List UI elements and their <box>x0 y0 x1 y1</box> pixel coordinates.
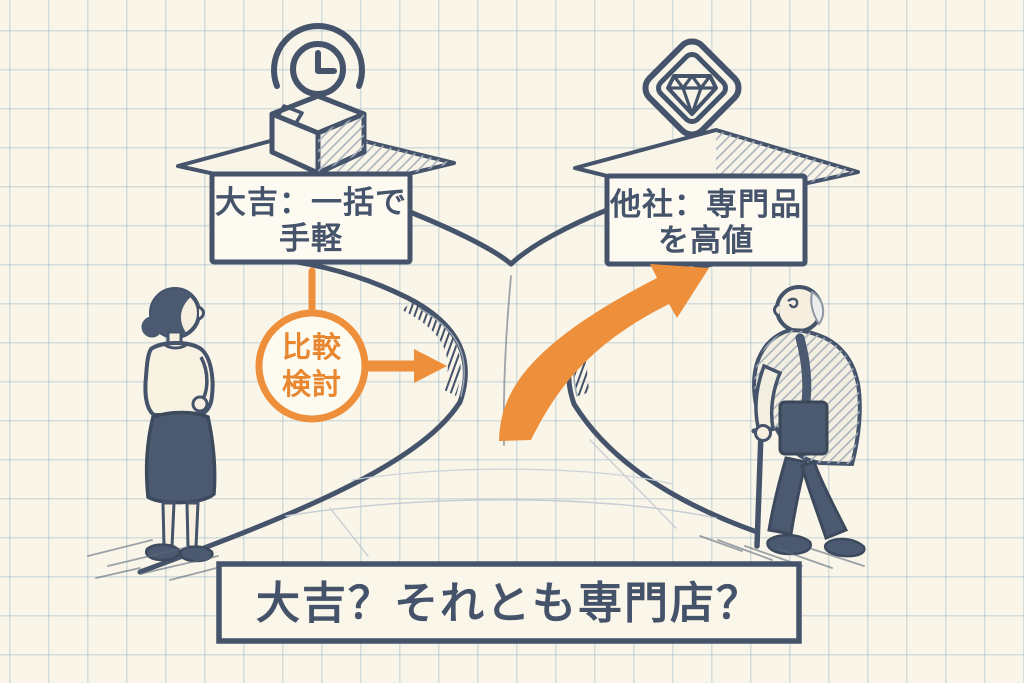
road-fork-top-edge <box>402 207 610 267</box>
curved-arrow-icon <box>499 264 709 441</box>
woman-hair-bun <box>141 316 163 338</box>
road-sketch-lines <box>285 275 717 557</box>
man-shoe-front <box>766 533 812 556</box>
man-cane <box>754 430 764 549</box>
banner-text: 大吉？それとも専門店？ <box>256 579 762 628</box>
man-nose <box>773 302 780 318</box>
diamond-badge-icon <box>642 38 742 138</box>
man-hair-back <box>810 290 825 326</box>
woman-nose <box>198 305 205 321</box>
right-arrow-icon <box>366 349 447 383</box>
right-sign-line2: を高値 <box>658 223 754 258</box>
man-shoe-back <box>823 537 866 558</box>
man-leg-front <box>767 456 808 536</box>
left-sign-line1: 大吉：一括で <box>215 185 407 220</box>
man-hand <box>754 424 772 442</box>
road-bank-hatch-left <box>402 302 461 396</box>
woman-skirt <box>144 410 217 505</box>
woman-collar <box>164 343 187 350</box>
ground-hatch-right <box>699 535 865 569</box>
left-signboard: 大吉：一括で 手軽 <box>209 171 413 265</box>
woman-figure <box>141 287 217 563</box>
clock-icon <box>271 23 365 97</box>
man-hair-curl <box>787 297 799 309</box>
diamond-gem <box>666 74 718 116</box>
comparison-line2: 検討 <box>282 367 342 401</box>
clock-hands <box>315 50 337 74</box>
man-bag-strap <box>795 333 812 407</box>
woman-leg-left <box>161 501 176 549</box>
elderly-man-figure <box>751 285 866 558</box>
road-left-edge <box>137 253 468 575</box>
right-sign-line1: 他社：専門品 <box>609 187 802 222</box>
comparison-line1: 比較 <box>282 330 342 364</box>
bottom-banner: 大吉？それとも専門店？ <box>216 561 802 644</box>
right-signboard: 他社：専門品 を高値 <box>604 173 808 267</box>
man-leg-back <box>800 460 849 540</box>
comparison-circle <box>255 309 369 423</box>
woman-leg-right <box>185 501 200 549</box>
woman-hand <box>191 395 209 413</box>
comparison-group: 比較 検討 <box>255 267 447 423</box>
man-shoulder-bag <box>778 400 829 456</box>
box-label-tab <box>276 104 304 125</box>
left-sign-line2: 手軽 <box>279 221 343 256</box>
clock-outer-arc <box>271 23 365 89</box>
package-box-icon <box>269 93 367 176</box>
